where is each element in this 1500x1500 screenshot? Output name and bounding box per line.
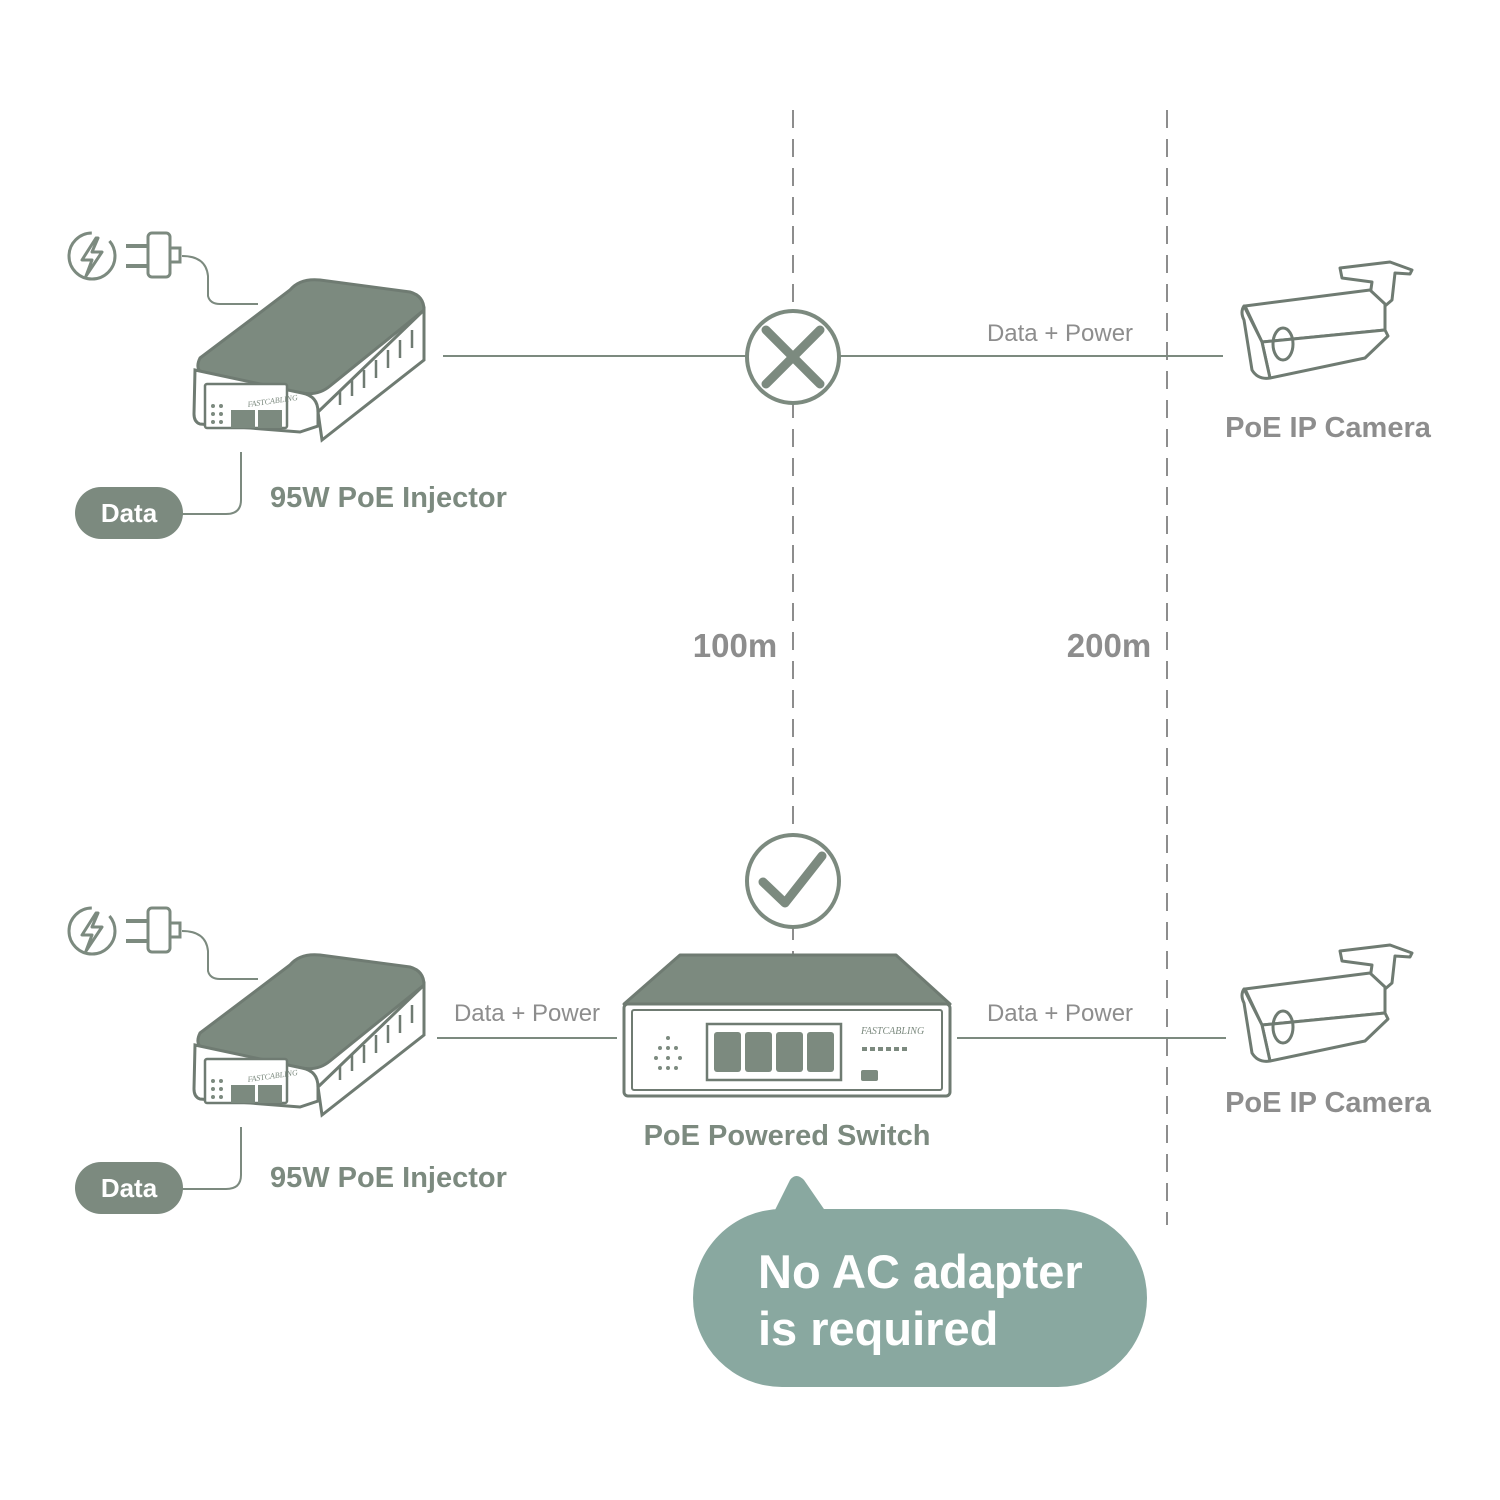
data-power-label-switch: Data + Power bbox=[987, 1000, 1133, 1027]
bubble-text-line2: is required bbox=[758, 1302, 998, 1355]
camera-label-bottom: PoE IP Camera bbox=[1225, 1087, 1432, 1119]
distance-label-100m: 100m bbox=[693, 627, 777, 664]
cross-icon bbox=[745, 309, 841, 405]
bubble-text-line1: No AC adapter bbox=[758, 1245, 1083, 1298]
camera-device-top bbox=[1240, 260, 1414, 380]
data-pill-top bbox=[75, 487, 183, 539]
switch-label: PoE Powered Switch bbox=[644, 1120, 931, 1152]
data-cable-top bbox=[181, 452, 242, 515]
data-cable-bottom bbox=[181, 1127, 242, 1190]
switch-logo: FASTCABLING bbox=[860, 1026, 924, 1037]
injector-label-top: 95W PoE Injector bbox=[270, 482, 507, 514]
switch-device bbox=[622, 953, 952, 1098]
camera-device-bottom bbox=[1240, 943, 1414, 1063]
distance-label-200m: 200m bbox=[1067, 627, 1151, 664]
data-pill-label-top: Data bbox=[101, 498, 158, 528]
data-power-label-top: Data + Power bbox=[987, 320, 1133, 347]
power-cable-bottom bbox=[181, 930, 258, 980]
power-cable-top bbox=[181, 255, 258, 305]
camera-label-top: PoE IP Camera bbox=[1225, 412, 1432, 444]
injector-label-bottom: 95W PoE Injector bbox=[270, 1162, 507, 1194]
data-pill-bottom bbox=[75, 1162, 183, 1214]
check-icon bbox=[745, 833, 841, 929]
data-pill-label-bottom: Data bbox=[101, 1173, 158, 1203]
power-plug-icon-top bbox=[67, 231, 182, 281]
speech-bubble bbox=[693, 1176, 1147, 1387]
data-power-label-injector: Data + Power bbox=[454, 1000, 600, 1027]
power-plug-icon-bottom bbox=[67, 906, 182, 956]
